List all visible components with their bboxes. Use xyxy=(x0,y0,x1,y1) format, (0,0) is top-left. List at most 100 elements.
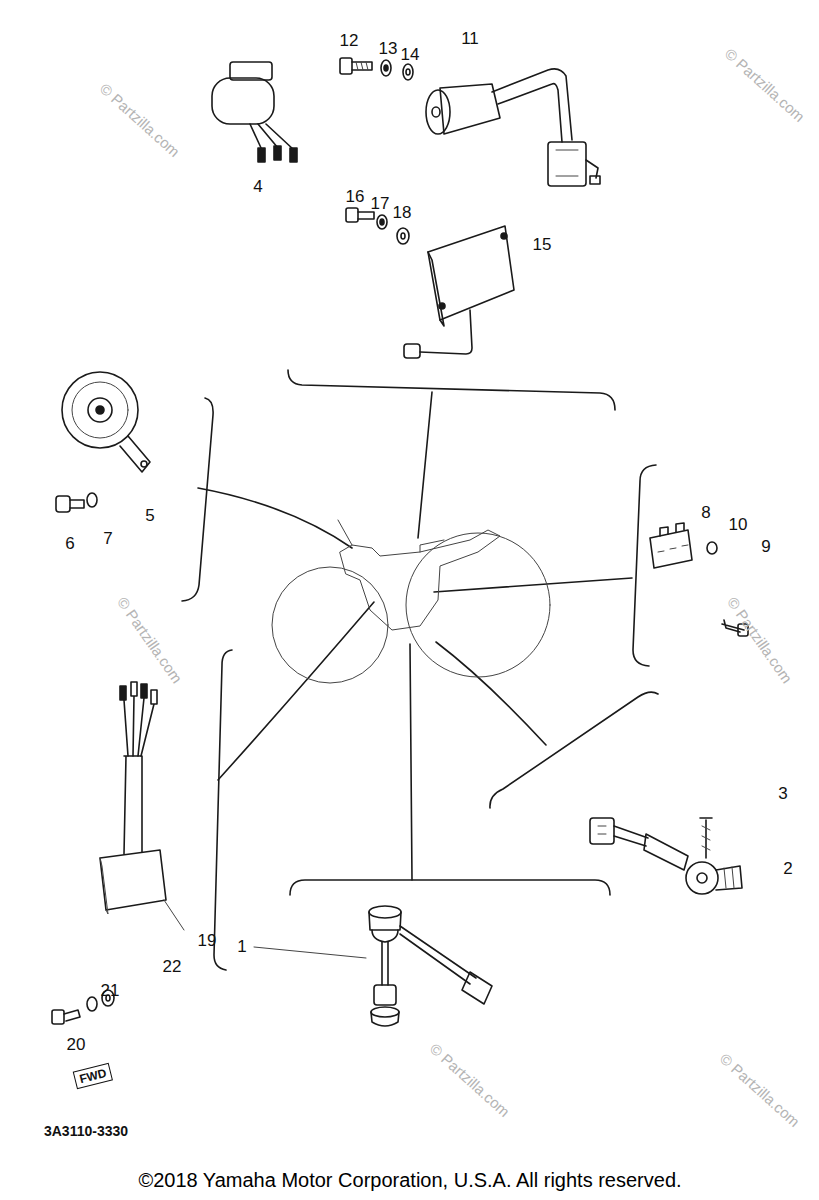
callout-number: 15 xyxy=(533,236,552,253)
cdi-unit-part xyxy=(164,900,184,930)
copyright-caption: ©2018 Yamaha Motor Corporation, U.S.A. A… xyxy=(138,1170,681,1190)
motorcycle-silhouette-part xyxy=(272,567,388,683)
callout-number: 4 xyxy=(253,178,262,195)
connector-block-part xyxy=(707,542,717,554)
callout-number: 2 xyxy=(783,860,792,877)
group-bracket-part xyxy=(410,644,412,880)
flasher-relay-part xyxy=(432,107,440,117)
sensor-part xyxy=(590,818,614,844)
connector-block-part xyxy=(658,545,688,552)
group-bracket-part xyxy=(198,488,352,548)
sensor-part xyxy=(724,867,734,888)
flasher-relay xyxy=(426,69,600,186)
regulator-plate-part xyxy=(420,310,472,354)
group-bracket xyxy=(214,602,374,970)
sensor-part xyxy=(644,834,688,870)
screw-washers-part xyxy=(358,212,374,219)
cdi-unit-part xyxy=(100,850,166,910)
screw-washers-part xyxy=(377,215,387,229)
group-bracket xyxy=(288,370,615,538)
callout-number: 7 xyxy=(103,530,112,547)
screw-washers-part xyxy=(346,208,358,222)
level-sensor xyxy=(254,906,492,1026)
connector-block-part xyxy=(660,523,684,536)
callout-number: 6 xyxy=(65,535,74,552)
level-sensor-part xyxy=(374,985,396,1005)
group-bracket-part xyxy=(214,650,232,970)
sensor-part xyxy=(686,862,718,894)
sensor-part xyxy=(700,818,712,858)
cdi-unit-part xyxy=(100,858,108,914)
diagram-code: 3A3110-3330 xyxy=(44,1124,128,1138)
callout-number: 22 xyxy=(163,958,182,975)
callout-number: 10 xyxy=(729,516,748,533)
callout-number: 5 xyxy=(145,507,154,524)
screw-washers-part xyxy=(340,58,352,74)
screw-washers-part xyxy=(401,233,405,239)
cdi-unit-part xyxy=(124,756,142,854)
flasher-relay-part xyxy=(556,150,578,176)
motorcycle-silhouette-part xyxy=(338,520,444,552)
sensor-part xyxy=(614,826,648,846)
sensor-part xyxy=(598,826,606,834)
regulator-plate-part xyxy=(439,303,445,309)
cdi-unit-part xyxy=(87,997,97,1011)
horn-part xyxy=(56,496,70,512)
screw-washers-part xyxy=(380,219,384,225)
callout-number: 9 xyxy=(761,538,770,555)
regulator-plate-part xyxy=(428,226,514,320)
screw-washers-part xyxy=(397,228,409,244)
watermark: © Partzilla.com xyxy=(717,1051,802,1130)
watermark: © Partzilla.com xyxy=(115,594,185,685)
group-bracket xyxy=(182,398,352,601)
flasher-relay-part xyxy=(426,90,450,134)
cdi-unit-part xyxy=(120,686,126,700)
group-bracket-part xyxy=(182,398,213,601)
flasher-relay-part xyxy=(440,84,500,134)
sensor-part xyxy=(702,826,710,850)
horn-part xyxy=(87,493,97,507)
horn xyxy=(56,372,150,512)
level-sensor-part xyxy=(369,906,401,918)
group-bracket-part xyxy=(290,880,610,895)
watermark: © Partzilla.com xyxy=(427,1041,512,1120)
group-bracket-part xyxy=(218,602,374,780)
callout-number: 8 xyxy=(701,504,710,521)
cdi-unit-part xyxy=(131,682,137,696)
group-bracket-part xyxy=(288,370,615,410)
motorcycle-silhouette-part xyxy=(406,533,550,677)
sensor xyxy=(590,818,742,894)
relay-part xyxy=(250,124,294,150)
callout-number: 1 xyxy=(237,938,246,955)
flasher-relay-part xyxy=(548,142,586,186)
flasher-relay-part xyxy=(590,176,600,184)
screw-washers-part xyxy=(381,60,391,76)
level-sensor-part xyxy=(254,947,366,958)
direction-mark: FWD xyxy=(73,1063,114,1089)
screw-washers-part xyxy=(356,62,368,70)
regulator-plate xyxy=(404,226,514,358)
watermark: © Partzilla.com xyxy=(97,81,182,160)
callout-number: 20 xyxy=(67,1036,86,1053)
callout-number: 14 xyxy=(401,46,420,63)
level-sensor-part xyxy=(371,1012,399,1026)
relay-part xyxy=(258,148,265,162)
screw-washers-part xyxy=(406,69,410,75)
horn-part xyxy=(120,436,150,472)
group-bracket xyxy=(434,465,656,666)
callout-number: 19 xyxy=(198,932,217,949)
horn-part xyxy=(70,500,84,508)
group-bracket-part xyxy=(490,692,658,808)
cdi-unit xyxy=(52,682,184,1024)
callout-number: 17 xyxy=(371,195,390,212)
level-sensor-part xyxy=(382,942,388,985)
screw-washers-part xyxy=(403,64,413,80)
cdi-unit-part xyxy=(151,690,157,704)
group-bracket-part xyxy=(633,465,656,666)
level-sensor-part xyxy=(400,926,476,984)
screw-washers-part xyxy=(352,62,372,70)
sensor-part xyxy=(697,873,707,883)
horn-part xyxy=(96,406,104,414)
